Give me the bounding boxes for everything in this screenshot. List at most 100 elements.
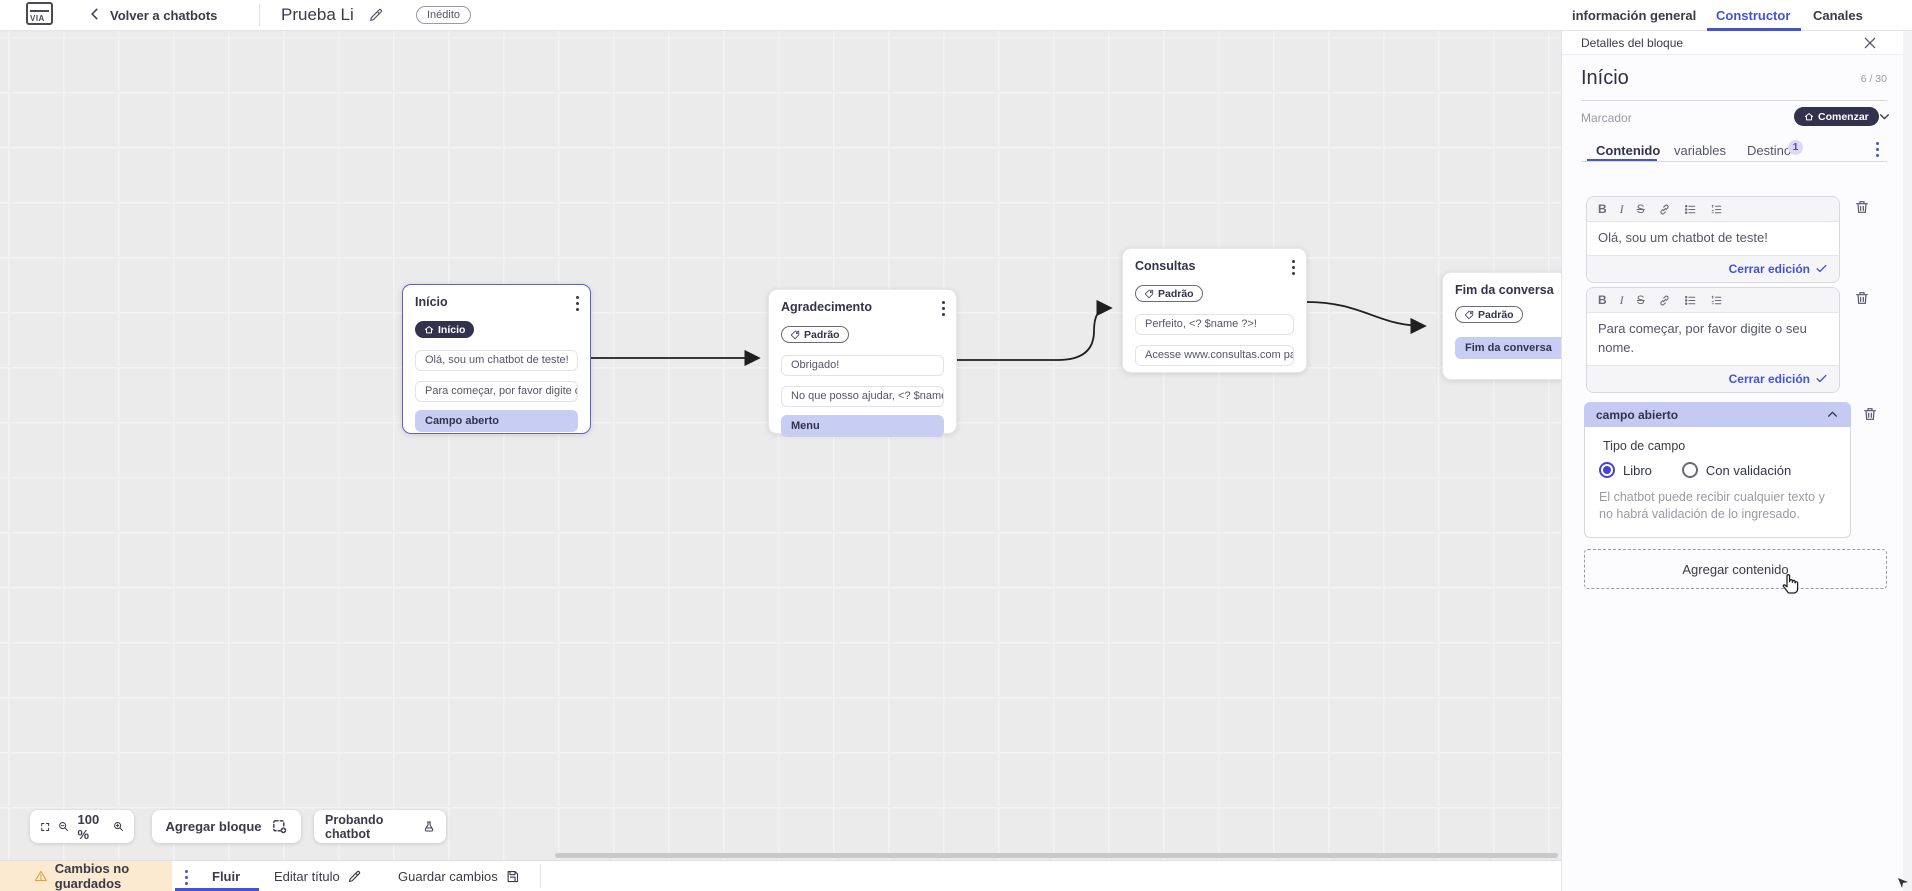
edit-flow-title-button[interactable]: Editar título	[274, 869, 362, 884]
node-title: Agradecimento	[781, 300, 872, 314]
canvas-horizontal-scrollbar[interactable]	[555, 853, 1558, 858]
fullscreen-icon[interactable]	[40, 820, 50, 834]
unsaved-changes-banner: Cambios no guardados	[0, 861, 172, 891]
zoom-level: 100 %	[77, 811, 100, 842]
padrao-badge: Padrão	[781, 326, 849, 343]
numbered-list-icon[interactable]	[1710, 203, 1723, 216]
top-bar: VIA Volver a chatbots Prueba Li Inédito …	[0, 0, 1912, 31]
delete-open-field-icon[interactable]	[1862, 405, 1878, 423]
tab-variables[interactable]: variables	[1674, 143, 1727, 158]
warning-icon	[34, 870, 47, 882]
radio-libro-label[interactable]: Libro	[1623, 462, 1652, 478]
open-field-body: Tipo de campo Libro Con validación El ch…	[1584, 427, 1851, 538]
destino-count-badge: 1	[1788, 140, 1803, 155]
active-tab-underline	[1707, 28, 1801, 31]
flask-icon	[424, 821, 434, 832]
message-text[interactable]: Para começar, por favor digite o seu nom…	[1587, 313, 1839, 365]
node-menu-icon[interactable]	[1290, 259, 1295, 276]
tag-icon	[1464, 310, 1474, 319]
strikethrough-icon[interactable]: S	[1636, 202, 1645, 216]
padrao-badge: Padrão	[1135, 285, 1203, 302]
node-menu-row[interactable]: Menu	[781, 414, 944, 437]
node-message-row[interactable]: Acesse www.consultas.com par...	[1135, 344, 1294, 366]
panel-scrollbar[interactable]	[1903, 31, 1912, 891]
back-icon[interactable]	[88, 7, 102, 21]
panel-tabs-border	[1581, 161, 1887, 162]
flow-tab-underline	[175, 888, 259, 891]
node-agradecimento[interactable]: Agradecimento Padrão Obrigado! No que po…	[768, 289, 957, 437]
bold-icon[interactable]: B	[1598, 202, 1607, 216]
node-consultas[interactable]: Consultas Padrão Perfeito, <? $name ?>! …	[1122, 248, 1307, 373]
link-icon[interactable]	[1658, 203, 1671, 216]
link-icon[interactable]	[1658, 294, 1671, 307]
radio-libro[interactable]	[1599, 462, 1615, 478]
panel-header: Detalles del bloque	[1562, 31, 1904, 55]
radio-con-validacion-label[interactable]: Con validación	[1705, 462, 1792, 478]
editor-toolbar: B I S	[1587, 197, 1839, 222]
node-end-row[interactable]: Fim da conversa	[1455, 336, 1561, 359]
node-fim-da-conversa[interactable]: Fim da conversa Padrão Fim da conversa	[1442, 272, 1561, 380]
message-editor: B I S Olá, sou um chatbot de teste! Cerr…	[1586, 196, 1840, 283]
check-icon	[1816, 375, 1827, 383]
test-chatbot-label: Probando chatbot	[325, 812, 384, 841]
bold-icon[interactable]: B	[1598, 293, 1607, 307]
node-menu-icon[interactable]	[574, 295, 579, 312]
open-field-header[interactable]: campo abierto	[1584, 402, 1851, 427]
panel-menu-icon[interactable]	[1874, 141, 1879, 158]
add-block-label: Agregar bloque	[165, 819, 262, 834]
message-text[interactable]: Olá, sou um chatbot de teste!	[1587, 222, 1839, 255]
strikethrough-icon[interactable]: S	[1636, 293, 1645, 307]
radio-con-validacion[interactable]	[1681, 462, 1698, 478]
close-icon[interactable]	[1862, 35, 1878, 51]
node-inicio[interactable]: Início Início Olá, sou um chatbot de tes…	[402, 284, 591, 434]
test-chatbot-button[interactable]: Probando chatbot	[314, 810, 446, 843]
tag-icon	[1144, 289, 1154, 298]
bullet-list-icon[interactable]	[1684, 294, 1697, 307]
delete-message-icon[interactable]	[1854, 289, 1870, 307]
node-menu-icon[interactable]	[940, 300, 945, 317]
numbered-list-icon[interactable]	[1710, 294, 1723, 307]
close-edit-button[interactable]: Cerrar edición	[1587, 364, 1839, 392]
save-changes-button[interactable]: Guardar cambios	[398, 869, 520, 884]
tab-destino[interactable]: Destino	[1747, 143, 1792, 158]
tab-canales[interactable]: Canales	[1813, 8, 1863, 23]
zoom-out-icon[interactable]	[58, 819, 69, 834]
close-edit-button[interactable]: Cerrar edición	[1587, 254, 1839, 282]
marcador-select[interactable]: Comenzar	[1794, 107, 1879, 126]
tab-constructor[interactable]: Constructor	[1716, 8, 1791, 23]
bottom-bar: Cambios no guardados Fluir Editar título…	[0, 860, 1561, 891]
tab-contenido[interactable]: Contenido	[1596, 143, 1661, 158]
node-message-row[interactable]: No que posso ajudar, <? $name ...	[781, 385, 944, 407]
delete-message-icon[interactable]	[1854, 198, 1870, 216]
chatbot-title: Prueba Li	[281, 5, 354, 24]
node-message-row[interactable]: Obrigado!	[781, 354, 944, 376]
flow-menu-icon[interactable]	[183, 869, 188, 886]
italic-icon[interactable]: I	[1619, 202, 1624, 216]
chevron-down-icon[interactable]	[1878, 110, 1891, 123]
start-badge: Início	[415, 321, 475, 338]
check-icon	[1816, 265, 1827, 273]
node-message-row[interactable]: Perfeito, <? $name ?>!	[1135, 313, 1294, 335]
add-content-button[interactable]: Agregar contenido	[1584, 549, 1887, 589]
italic-icon[interactable]: I	[1619, 293, 1624, 307]
flow-canvas[interactable]: Início Início Olá, sou um chatbot de tes…	[0, 31, 1561, 860]
editor-toolbar: B I S	[1587, 288, 1839, 313]
flow-tab[interactable]: Fluir	[212, 869, 241, 884]
node-message-row[interactable]: Para começar, por favor digite o ...	[415, 380, 578, 402]
chevron-up-icon[interactable]	[1826, 408, 1839, 421]
block-details-panel: Detalles del bloque Início 6 / 30 Marcad…	[1561, 31, 1912, 891]
node-title: Consultas	[1135, 259, 1196, 273]
bullet-list-icon[interactable]	[1684, 203, 1697, 216]
home-icon	[424, 325, 434, 333]
zoom-in-icon[interactable]	[113, 819, 124, 834]
add-block-button[interactable]: Agregar bloque	[152, 810, 301, 843]
block-name-input[interactable]: Início	[1581, 67, 1629, 89]
node-message-row[interactable]: Olá, sou um chatbot de teste!	[415, 349, 578, 371]
bottom-bar-divider	[540, 864, 541, 888]
back-to-chatbots-link[interactable]: Volver a chatbots	[110, 8, 218, 23]
field-type-label: Tipo de campo	[1603, 439, 1686, 453]
node-open-field-row[interactable]: Campo aberto	[415, 409, 578, 432]
name-char-counter: 6 / 30	[1860, 73, 1887, 85]
tab-informacion-general[interactable]: información general	[1572, 8, 1697, 23]
edit-title-icon[interactable]	[368, 7, 384, 23]
